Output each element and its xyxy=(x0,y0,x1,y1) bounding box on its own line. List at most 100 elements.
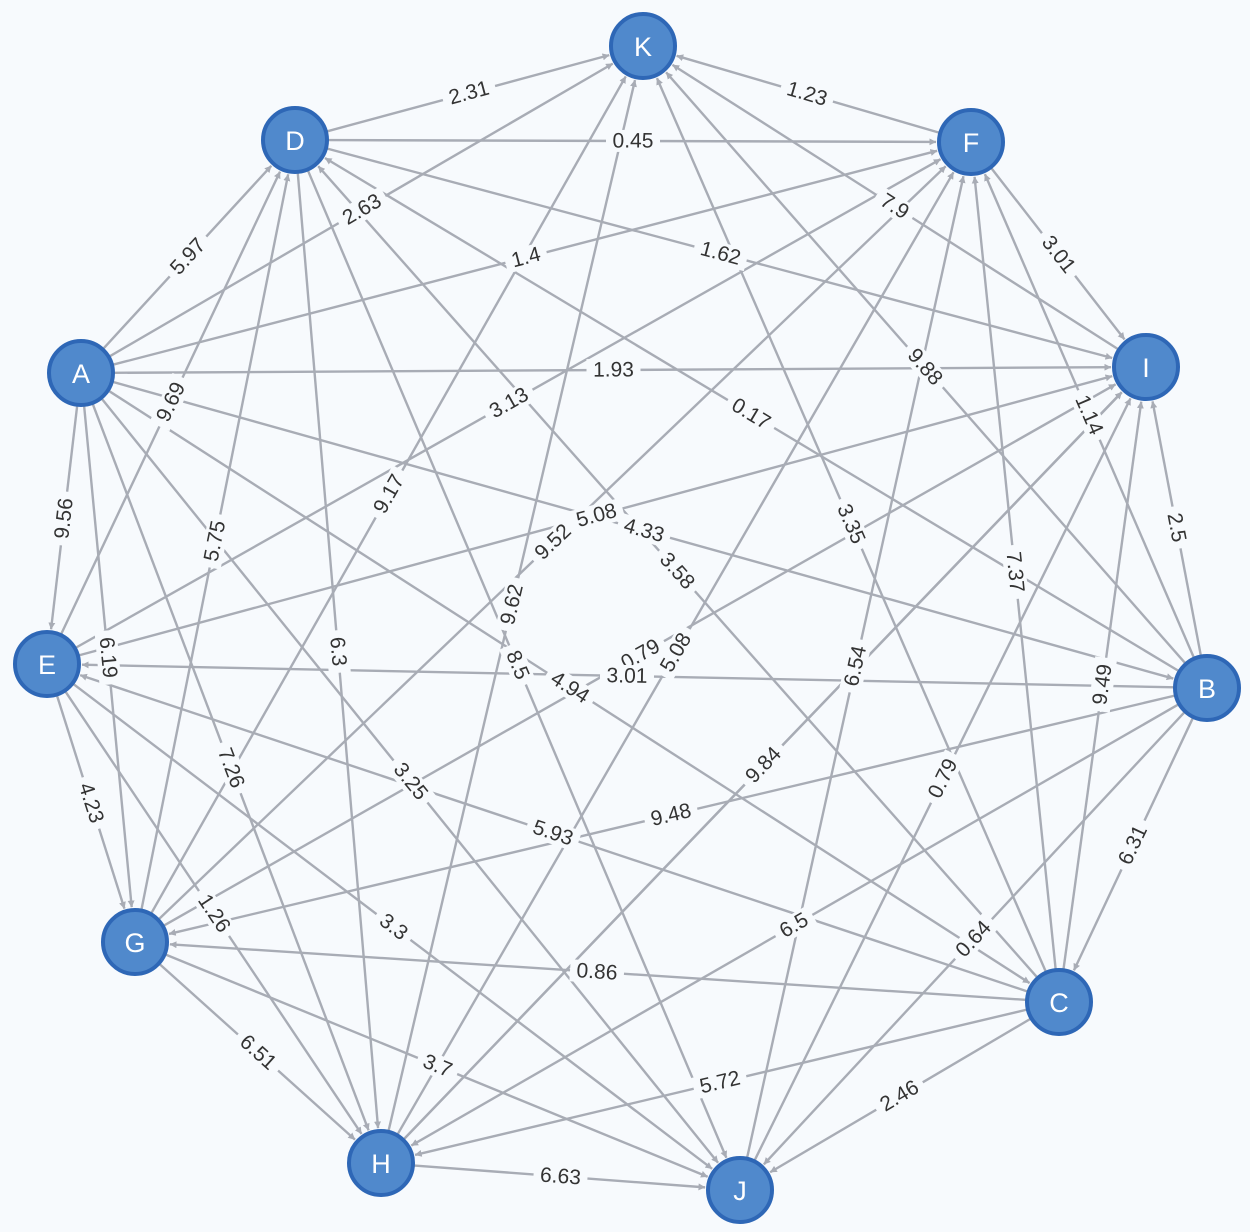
edge-label-background xyxy=(495,575,529,634)
node-G[interactable]: G xyxy=(101,908,169,976)
node-J[interactable]: J xyxy=(706,1156,774,1224)
edge-weight-label: 6.63 xyxy=(539,1163,581,1189)
node-circle[interactable] xyxy=(47,339,115,407)
edge-label-background xyxy=(736,737,791,793)
node-D[interactable]: D xyxy=(261,106,329,174)
edge-label-F-K: 1.23 xyxy=(777,75,837,113)
node-label: K xyxy=(634,32,652,62)
edge-label-background xyxy=(1111,815,1155,875)
edge-label-background xyxy=(898,339,952,395)
edge-weight-label: 2.5 xyxy=(1162,511,1190,544)
edge-weight-label: 9.62 xyxy=(496,582,528,627)
edge-label-background xyxy=(642,798,700,832)
edge-label-A-E: 9.56 xyxy=(49,490,79,547)
node-circle[interactable] xyxy=(101,908,169,976)
node-circle[interactable] xyxy=(261,106,329,174)
edge-label-background xyxy=(770,905,818,946)
edge-weight-label: 9.49 xyxy=(1088,663,1116,707)
edge-weight-label: 4.23 xyxy=(74,780,108,826)
edge-label-background xyxy=(49,490,79,547)
edge-weight-label: 9.56 xyxy=(50,497,78,540)
node-I[interactable]: I xyxy=(1112,333,1180,401)
node-K[interactable]: K xyxy=(609,12,677,80)
edge-label-background xyxy=(198,512,232,570)
edge-label-D-F: 0.45 xyxy=(605,129,661,153)
edge-label-D-J: 8.5 xyxy=(499,641,536,689)
edge-label-G-K: 9.17 xyxy=(366,465,412,523)
edge-weight-label: 5.72 xyxy=(697,1067,742,1099)
edge-label-E-H: 1.26 xyxy=(189,884,239,943)
node-circle[interactable] xyxy=(1173,654,1241,722)
edge-label-background xyxy=(1087,656,1118,713)
node-circle[interactable] xyxy=(1025,968,1093,1036)
edge-label-background xyxy=(722,390,780,438)
edge-label-background xyxy=(149,372,193,432)
edge-label-background xyxy=(384,753,437,810)
node-F[interactable]: F xyxy=(937,108,1005,176)
edge-label-background xyxy=(333,186,391,233)
edge-weight-label: 2.31 xyxy=(446,77,491,110)
node-label: I xyxy=(1142,353,1150,383)
node-label: D xyxy=(285,126,305,156)
edge-label-background xyxy=(586,358,641,382)
edge-label-B-C: 6.31 xyxy=(1111,815,1155,875)
edge-label-G-H: 6.51 xyxy=(230,1026,286,1079)
node-E[interactable]: E xyxy=(13,630,81,698)
edge-label-background xyxy=(567,497,626,534)
edge-label-background xyxy=(870,1072,929,1120)
edge-label-A-I: 1.93 xyxy=(586,358,641,382)
edge-label-background xyxy=(921,749,965,808)
edge-label-background xyxy=(525,515,581,569)
edge-label-background xyxy=(947,911,1000,967)
edge-label-A-C: 4.94 xyxy=(541,663,599,712)
edge-label-background xyxy=(211,738,251,798)
edge-weight-label: 5.93 xyxy=(530,816,576,851)
edge-label-F-I: 3.01 xyxy=(1033,226,1084,283)
edge-weight-label: 1.23 xyxy=(784,77,830,111)
edge-label-background xyxy=(1033,226,1084,283)
node-H[interactable]: H xyxy=(347,1129,415,1197)
edge-weight-label: 0.86 xyxy=(576,959,618,985)
edge-label-background xyxy=(650,543,704,599)
node-circle[interactable] xyxy=(13,630,81,698)
node-circle[interactable] xyxy=(706,1156,774,1224)
node-circle[interactable] xyxy=(937,108,1005,176)
edge-label-background xyxy=(599,664,655,688)
edge-label-background xyxy=(605,129,661,153)
edge-label-background xyxy=(541,663,599,712)
node-label: J xyxy=(733,1176,747,1206)
edge-label-background xyxy=(413,1047,462,1085)
node-A[interactable]: A xyxy=(47,339,115,407)
node-circle[interactable] xyxy=(1112,333,1180,401)
nodes-layer: K D F A I E B G C H J xyxy=(13,12,1241,1224)
node-circle[interactable] xyxy=(347,1129,415,1197)
node-circle[interactable] xyxy=(609,12,677,80)
edges-layer xyxy=(48,53,1203,1191)
edge-label-background xyxy=(523,814,583,852)
edge-weight-label: 3.35 xyxy=(832,501,869,548)
edge-label-background xyxy=(830,494,872,554)
edge-label-background xyxy=(94,629,122,686)
node-B[interactable]: B xyxy=(1173,654,1241,722)
edge-label-B-G: 9.48 xyxy=(642,798,700,832)
edge-label-B-I: 2.5 xyxy=(1161,504,1192,551)
edge-label-B-F: 1.14 xyxy=(1068,385,1110,445)
edge-label-background xyxy=(161,229,215,284)
node-label: E xyxy=(38,650,56,680)
node-label: F xyxy=(963,128,980,158)
edge-label-background xyxy=(652,623,700,682)
edge-label-J-F: 6.54 xyxy=(838,637,873,695)
edge-label-background xyxy=(325,629,351,674)
edge-label-C-G: 0.86 xyxy=(569,959,625,985)
edge-label-E-G: 4.23 xyxy=(72,773,110,833)
node-C[interactable]: C xyxy=(1025,968,1093,1036)
edge-label-A-F: 1.4 xyxy=(502,241,550,274)
edge-label-background xyxy=(230,1026,286,1079)
edge-label-background xyxy=(691,235,750,272)
edge-label-background xyxy=(502,241,550,274)
edge-label-E-F: 3.13 xyxy=(480,380,538,426)
edge-weight-label: 6.19 xyxy=(95,636,122,679)
edge-label-C-H: 5.72 xyxy=(691,1065,749,1100)
edge-weight-label: 4.33 xyxy=(621,514,667,547)
